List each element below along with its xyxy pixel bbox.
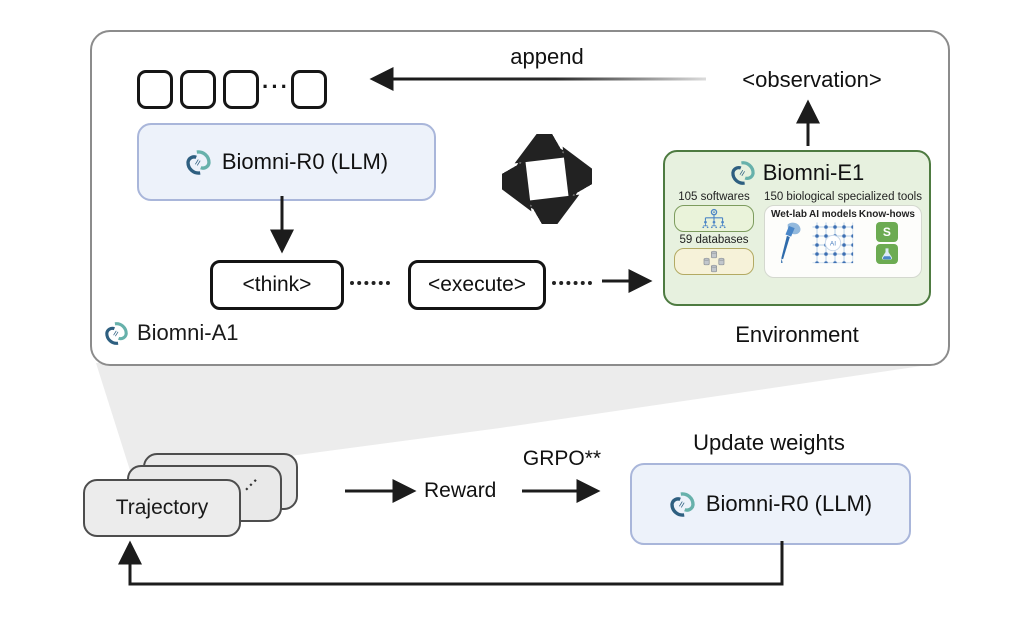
ai-models-column: AI models AI [809,209,857,274]
biomni-logo-icon [186,149,211,175]
execute-label: <execute> [427,273,527,296]
biomni-logo-icon [105,321,128,345]
think-box: <think> [210,260,344,310]
grpo-label: GRPO** [522,447,602,470]
context-ellipsis: ··· [262,74,290,99]
s-badge-letter: S [882,225,891,239]
observation-label: <observation> [742,67,882,92]
biomni-a1-caption: Biomni-A1 [104,320,238,346]
biomni-e1-header: Biomni-E1 [672,157,922,189]
wetlab-pipette-icon [780,222,801,263]
ai-models-label: AI models [809,209,857,220]
biomni-e1-title: Biomni-E1 [762,160,865,185]
biomni-r0-training-label: Biomni-R0 (LLM) [705,491,873,516]
tools-box: Wet-lab AI models [764,205,922,278]
context-token-square [291,70,327,109]
execute-box: <execute> [408,260,546,310]
update-weights-label: Update weights [693,430,845,455]
think-label: <think> [242,273,312,296]
context-token-square [180,70,216,109]
context-token-square [137,70,173,109]
wetlab-column: Wet-lab [771,209,807,274]
knowhows-column: Know-hows S [859,209,915,274]
dotted-connector [350,281,390,285]
software-tree-icon [702,208,726,228]
knowhows-label: Know-hows [858,209,915,220]
biomni-r0-llm-box-training: Biomni-R0 (LLM) [630,463,911,545]
flask-badge [875,244,898,264]
s-badge: S [875,222,898,242]
dotted-connector [552,281,592,285]
biomni-r0-llm-box: Biomni-R0 (LLM) [137,123,436,201]
databases-icon-box [674,248,754,275]
context-token-square [223,70,259,109]
trajectory-card-front: Trajectory [83,479,241,537]
databases-label: 59 databases [679,234,749,246]
biomni-logo-icon [731,161,755,185]
biomni-r0-label: Biomni-R0 (LLM) [221,149,389,174]
environment-label: Environment [735,322,859,347]
biomni-a1-label: Biomni-A1 [137,320,239,345]
trajectory-label: Trajectory [115,496,209,519]
ai-center-label: AI [830,240,836,247]
reward-label: Reward [424,479,497,502]
databases-icon [703,250,725,272]
flask-icon [881,248,892,260]
append-label: append [510,44,584,69]
softwares-icon-box [674,205,754,232]
biomni-e1-box: Biomni-E1 105 softwares [663,150,931,306]
cycle-icon [490,122,604,236]
tools-label: 150 biological specialized tools [764,191,922,203]
update-feedback-line [118,540,784,586]
biomni-logo-icon [670,491,695,517]
softwares-label: 105 softwares [678,191,750,203]
ai-network-icon: AI [812,222,854,264]
wetlab-label: Wet-lab [771,209,807,220]
